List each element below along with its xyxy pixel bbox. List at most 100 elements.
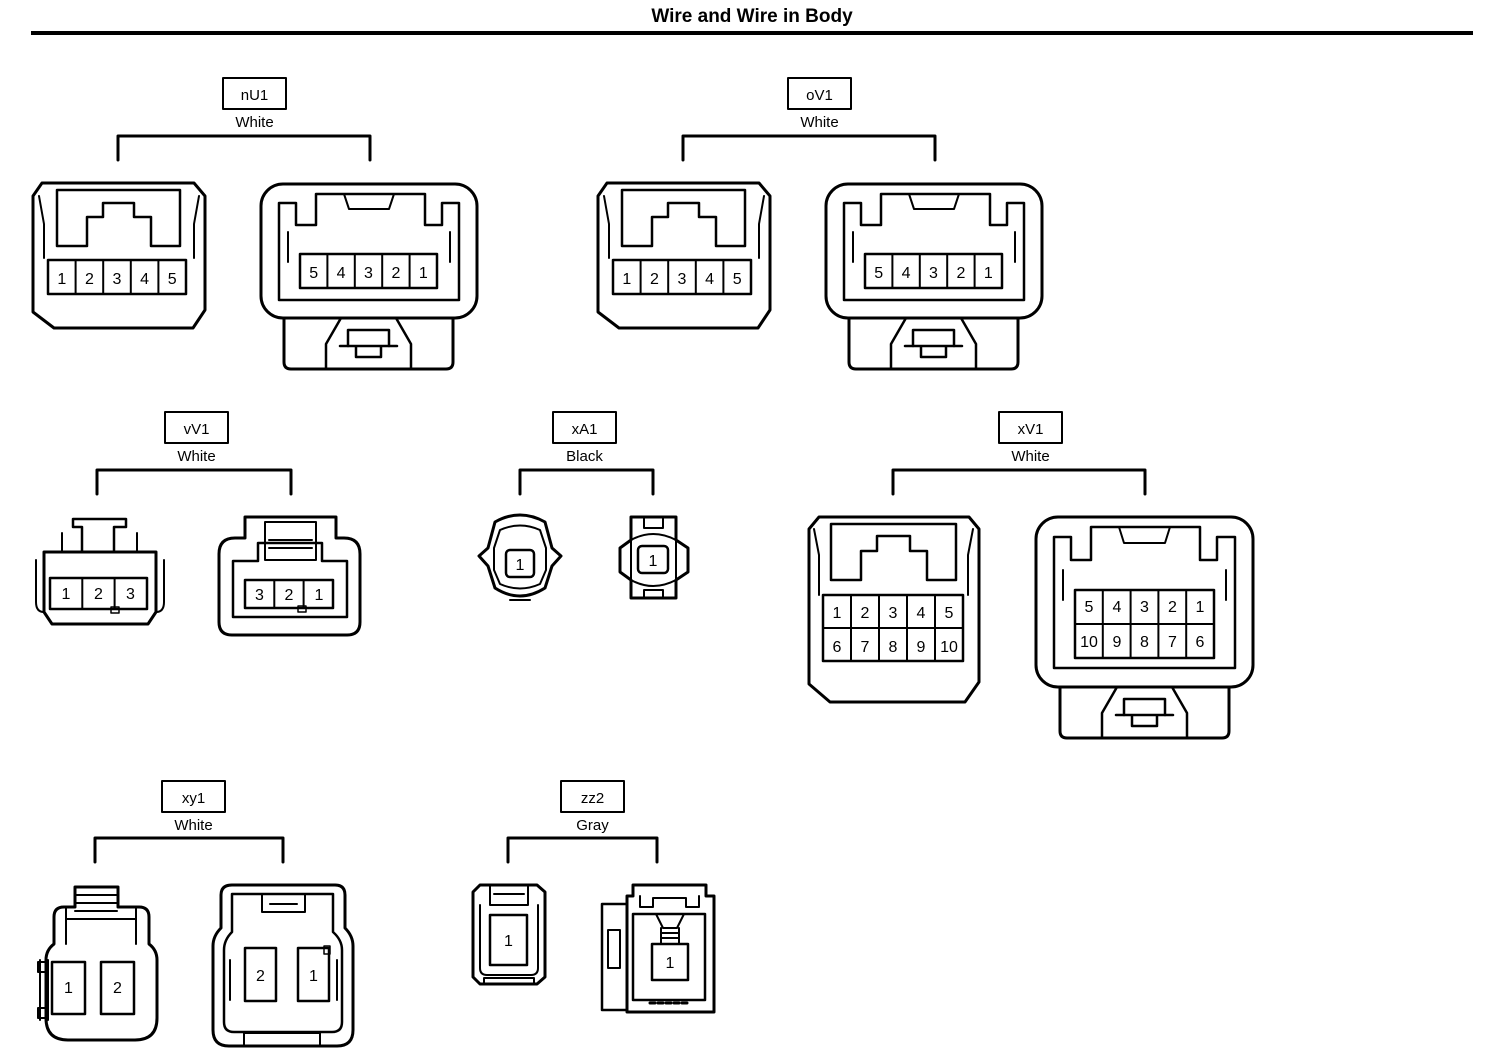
- connector-code-box: [222, 77, 287, 110]
- pin-label: 10: [940, 639, 958, 656]
- pin-label: 3: [678, 271, 687, 288]
- pin-label: 1: [62, 586, 71, 603]
- pin-label: 2: [94, 586, 103, 603]
- pin-label: 2: [650, 271, 659, 288]
- pin-label: 5: [874, 265, 883, 282]
- pin-label: 2: [285, 587, 294, 604]
- male-connector: 1 2: [37, 885, 159, 1042]
- pin-label: 2: [113, 980, 122, 997]
- female-connector: 5 4 3 2 1: [824, 182, 1044, 371]
- pin-label: 8: [889, 639, 898, 656]
- pin-label: 2: [956, 265, 965, 282]
- connector-bracket: [116, 134, 372, 162]
- connector-code-box: [560, 780, 625, 813]
- female-connector: 2 1: [211, 883, 355, 1048]
- pin-label: 10: [1080, 634, 1098, 651]
- connector-bracket: [891, 468, 1147, 496]
- pin-label: 9: [1113, 634, 1122, 651]
- connector-code-box: [164, 411, 229, 444]
- connector-bracket: [518, 468, 655, 496]
- connector-code: nU1: [241, 87, 269, 104]
- connector-xy1: xy1 White 1 2 2 1: [37, 780, 355, 1048]
- pin-label: 2: [391, 265, 400, 282]
- pin-label: 1: [833, 605, 842, 622]
- connector-code: vV1: [184, 421, 210, 438]
- pin-label: 1: [622, 271, 631, 288]
- pin-label: 9: [917, 639, 926, 656]
- pin-label: 3: [255, 587, 264, 604]
- male-connector: 1 2 3 4 5: [596, 181, 772, 330]
- pin-label: 3: [126, 586, 135, 603]
- male-connector: 1: [477, 513, 563, 601]
- connector-color: White: [1011, 448, 1049, 465]
- pin-label: 6: [1196, 634, 1205, 651]
- pin-label: 7: [1168, 634, 1177, 651]
- connector-color: White: [177, 448, 215, 465]
- connector-xA1: xA1 Black 1 1: [477, 411, 690, 601]
- male-connector: 1 2 3 4 5 6 7 8 9 10: [807, 515, 981, 704]
- connector-oV1: oV1 White 1 2 3 4 5: [596, 77, 1044, 371]
- pin-label: 1: [1196, 599, 1205, 616]
- connector-code-box: [998, 411, 1063, 444]
- pin-label: 2: [861, 605, 870, 622]
- pin-label: 2: [85, 271, 94, 288]
- connector-bracket: [681, 134, 937, 162]
- pin-row: [74, 259, 160, 295]
- pin-label: 5: [309, 265, 318, 282]
- connector-code: oV1: [806, 87, 833, 104]
- pin-label: 1: [504, 933, 513, 950]
- pin-label: 8: [1140, 634, 1149, 651]
- pin-label: 5: [733, 271, 742, 288]
- pin-label: 3: [1140, 599, 1149, 616]
- connector-xV1: xV1 White 1 2 3 4 5 6 7 8 9: [807, 411, 1255, 740]
- pin-label: 2: [1168, 599, 1177, 616]
- pin-label: 1: [516, 557, 525, 574]
- connector-code-box: [787, 77, 852, 110]
- pin-label: 3: [113, 271, 122, 288]
- pin-label: 4: [902, 265, 911, 282]
- connector-code: xA1: [572, 421, 598, 438]
- pin-label: 1: [984, 265, 993, 282]
- connector-color: Black: [566, 448, 603, 465]
- connector-code-box: [161, 780, 226, 813]
- connector-code-box: [552, 411, 617, 444]
- pin-label: 3: [929, 265, 938, 282]
- pin-label: 5: [1085, 599, 1094, 616]
- connector-nU1: nU1 White 1 2 3 4 5: [31, 77, 479, 371]
- connector-vV1: vV1 White 1 2 3 3 2: [35, 411, 362, 637]
- pin-label: 3: [364, 265, 373, 282]
- female-connector: 3 2 1: [217, 515, 362, 637]
- pin-label: 1: [649, 553, 658, 570]
- pin-label: 3: [889, 605, 898, 622]
- male-connector: 1: [471, 883, 547, 986]
- pin-label: 4: [917, 605, 926, 622]
- connector-code: xV1: [1018, 421, 1044, 438]
- connector-bracket: [93, 836, 285, 864]
- connector-color: White: [235, 114, 273, 131]
- pin-label: 5: [168, 271, 177, 288]
- connector-color: White: [174, 817, 212, 834]
- connector-bracket: [506, 836, 659, 864]
- male-connector: 1 2 3 4 5: [31, 181, 207, 330]
- pin-label: 5: [945, 605, 954, 622]
- connector-zz2: zz2 Gray 1 1: [471, 780, 716, 1014]
- connector-code: zz2: [581, 790, 604, 807]
- pin-label: 4: [337, 265, 346, 282]
- pin-label: 1: [666, 955, 675, 972]
- female-connector: 5 4 3 2 1 10 9 8 7 6: [1034, 515, 1255, 740]
- pin-label: 4: [140, 271, 149, 288]
- male-connector: 1 2 3: [35, 517, 165, 626]
- connector-color: White: [800, 114, 838, 131]
- pin-label: 2: [256, 968, 265, 985]
- female-connector: 5 4 3 2 1: [259, 182, 479, 371]
- female-connector: 1: [618, 515, 690, 600]
- female-connector: 1: [600, 883, 716, 1014]
- pin-label: 1: [57, 271, 66, 288]
- connector-bracket: [95, 468, 293, 496]
- pin-label: 1: [315, 587, 324, 604]
- pin-label: 4: [1113, 599, 1122, 616]
- title-rule: [31, 31, 1473, 35]
- connector-color: Gray: [576, 817, 609, 834]
- pin-label: 1: [309, 968, 318, 985]
